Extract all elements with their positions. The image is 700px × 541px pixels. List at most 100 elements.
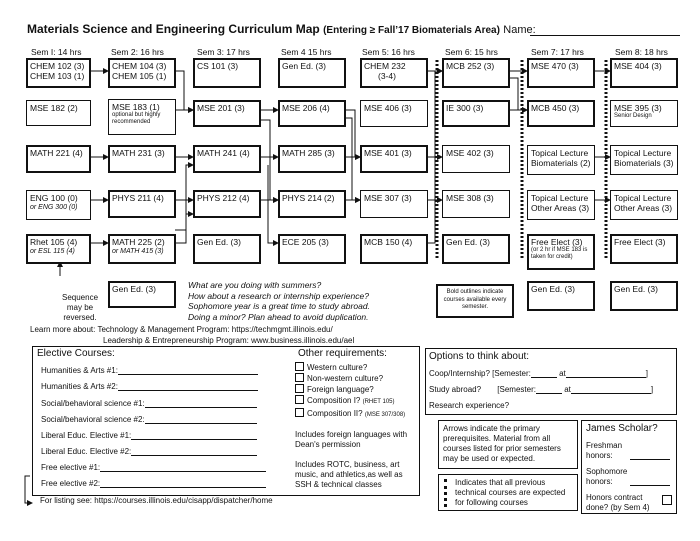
elective-input[interactable] xyxy=(100,487,267,488)
course-math-285[interactable]: MATH 285 (3) xyxy=(278,145,346,173)
course-label: PHYS 214 (2) xyxy=(282,193,335,203)
course-mse-470[interactable]: MSE 470 (3) xyxy=(527,58,595,88)
course-mse-206[interactable]: MSE 206 (4) xyxy=(278,100,346,127)
course-gen-ed-sem3[interactable]: Gen Ed. (3) xyxy=(193,234,261,264)
course-math-225[interactable]: MATH 225 (2) or MATH 415 (3) xyxy=(108,234,176,264)
learn-tm-label: Learn more about: Technology & Managemen… xyxy=(30,325,230,334)
course-free-elect-sem7[interactable]: Free Elect (3) (or 2 hr if MSE 183 is ta… xyxy=(527,234,595,270)
course-math-241[interactable]: MATH 241 (4) xyxy=(193,145,261,173)
other-req-list: Western culture? Non-western culture? Fo… xyxy=(295,362,405,421)
checkbox[interactable] xyxy=(295,395,304,404)
course-phys-212[interactable]: PHYS 212 (4) xyxy=(193,190,261,218)
course-rhet-105[interactable]: Rhet 105 (4) or ESL 115 (4) xyxy=(26,234,91,264)
course-mcb-150[interactable]: MCB 150 (4) xyxy=(360,234,428,264)
dots-legend: Indicates that all previous technical co… xyxy=(438,474,578,511)
course-mcb-252[interactable]: MCB 252 (3) xyxy=(442,58,510,88)
elective-input[interactable] xyxy=(144,407,257,408)
course-label: CS 101 (3) xyxy=(197,61,239,71)
course-phys-214[interactable]: PHYS 214 (2) xyxy=(278,190,346,218)
course-gen-ed-sem4[interactable]: Gen Ed. (3) xyxy=(278,58,346,88)
course-gen-ed-sem7[interactable]: Gen Ed. (3) xyxy=(527,281,595,311)
learn-le-link[interactable]: www.business.illinois.edu/ael xyxy=(251,336,355,345)
course-phys-211[interactable]: PHYS 211 (4) xyxy=(108,190,176,218)
course-topical-other-sem7[interactable]: Topical Lecture Other Areas (3) xyxy=(527,190,595,220)
course-label: MSE 404 (3) xyxy=(614,61,662,71)
elective-input[interactable] xyxy=(100,471,267,472)
sem-5-header: Sem 5: 16 hrs xyxy=(362,47,415,57)
course-label: MSE 395 (3) xyxy=(614,103,662,113)
checkbox[interactable] xyxy=(295,373,304,382)
course-label: MSE 402 (3) xyxy=(446,148,494,158)
course-mse-404[interactable]: MSE 404 (3) xyxy=(610,58,678,88)
checkbox[interactable] xyxy=(295,384,304,393)
course-label: Rhet 105 (4) xyxy=(30,237,78,247)
checkbox[interactable] xyxy=(295,362,304,371)
elective-input[interactable] xyxy=(131,455,258,456)
course-mse-201[interactable]: MSE 201 (3) xyxy=(193,100,261,127)
course-gen-ed-sem2[interactable]: Gen Ed. (3) xyxy=(108,281,176,308)
elective-input[interactable] xyxy=(144,423,257,424)
elective-input[interactable] xyxy=(117,374,258,375)
course-gen-ed-sem8[interactable]: Gen Ed. (3) xyxy=(610,281,678,311)
course-chem-232[interactable]: CHEM 232 (3-4) xyxy=(360,58,428,88)
course-label: Gen Ed. (3) xyxy=(197,237,241,247)
course-chem-104-105[interactable]: CHEM 104 (3) CHEM 105 (1) xyxy=(108,58,176,88)
contract-checkbox[interactable] xyxy=(662,495,672,505)
course-chem-102-103[interactable]: CHEM 102 (3) CHEM 103 (1) xyxy=(26,58,91,88)
course-label: MSE 182 (2) xyxy=(30,103,78,113)
course-mse-182[interactable]: MSE 182 (2) xyxy=(26,100,91,126)
course-mse-401[interactable]: MSE 401 (3) xyxy=(360,145,428,173)
course-mse-307[interactable]: MSE 307 (3) xyxy=(360,190,428,218)
name-field[interactable] xyxy=(530,23,680,36)
bold-outline-text: Bold outlines indicate courses available… xyxy=(443,289,507,310)
course-math-231[interactable]: MATH 231 (3) xyxy=(108,145,176,173)
req-note: (RHET 105) xyxy=(362,399,395,405)
freshman-label: Freshman honors: xyxy=(586,441,623,460)
course-topical-bio-sem8[interactable]: Topical Lecture Biomaterials (3) xyxy=(610,145,678,175)
course-mse-183[interactable]: MSE 183 (1) optional but highly recommen… xyxy=(108,99,176,135)
elective-input[interactable] xyxy=(131,439,258,440)
summer-note-line: How about a research or internship exper… xyxy=(188,290,369,301)
course-label: MATH 285 (3) xyxy=(282,148,335,158)
course-ece-205[interactable]: ECE 205 (3) xyxy=(278,234,346,264)
coop-semester-input[interactable] xyxy=(530,377,557,378)
course-free-elect-sem8[interactable]: Free Elect (3) xyxy=(610,234,678,264)
course-mse-406[interactable]: MSE 406 (3) xyxy=(360,100,428,127)
course-mse-308[interactable]: MSE 308 (3) xyxy=(442,190,510,218)
course-math-221[interactable]: MATH 221 (4) xyxy=(26,145,91,173)
course-label: ECE 205 (3) xyxy=(282,237,329,247)
options-coop-row: Coop/Internship? [Semester: at] xyxy=(429,369,648,378)
freshman-input[interactable] xyxy=(630,451,670,460)
elective-input[interactable] xyxy=(117,390,258,391)
options-research-row: Research experience? xyxy=(429,401,510,410)
study-semester-input[interactable] xyxy=(535,393,562,394)
course-eng-100[interactable]: ENG 100 (0) or ENG 300 (0) xyxy=(26,190,91,220)
elective-row-le2: Liberal Educ. Elective #2: xyxy=(41,447,258,456)
course-label: MATH 231 (3) xyxy=(112,148,165,158)
listing-link[interactable]: https://courses.illinois.edu/cisapp/disp… xyxy=(94,496,273,505)
sophomore-label: Sophomore honors: xyxy=(586,467,628,486)
sophomore-input[interactable] xyxy=(630,477,670,486)
sem-1-header: Sem I: 14 hrs xyxy=(31,47,82,57)
checkbox[interactable] xyxy=(295,408,304,417)
james-scholar-panel: James Scholar? Freshman honors: Sophomor… xyxy=(581,420,677,514)
summer-note-line: What are you doing with summers? xyxy=(188,280,322,290)
sequence-note-line: may be xyxy=(66,303,94,312)
course-label: Other Areas (3) xyxy=(531,203,590,213)
course-mse-402[interactable]: MSE 402 (3) xyxy=(442,145,510,173)
course-mse-395[interactable]: MSE 395 (3) Senior Design xyxy=(610,100,678,127)
course-gen-ed-sem6[interactable]: Gen Ed. (3) xyxy=(442,234,510,264)
req-label: Non-western culture? xyxy=(307,374,384,383)
learn-tm-link[interactable]: https://techmgmt.illinois.edu/ xyxy=(231,325,333,334)
title-main: Materials Science and Engineering Curric… xyxy=(27,22,320,36)
course-topical-bio-sem7[interactable]: Topical Lecture Biomaterials (2) xyxy=(527,145,595,175)
course-mcb-450[interactable]: MCB 450 (3) xyxy=(527,100,595,127)
course-label: Free Elect (3) xyxy=(531,237,583,247)
course-alt: or MATH 415 (3) xyxy=(112,248,164,255)
course-cs-101[interactable]: CS 101 (3) xyxy=(193,58,261,88)
study-at-input[interactable] xyxy=(570,393,651,394)
course-label: CHEM 103 (1) xyxy=(30,71,85,81)
course-ie-300[interactable]: IE 300 (3) xyxy=(442,100,510,127)
course-topical-other-sem8[interactable]: Topical Lecture Other Areas (3) xyxy=(610,190,678,220)
coop-at-input[interactable] xyxy=(565,377,646,378)
